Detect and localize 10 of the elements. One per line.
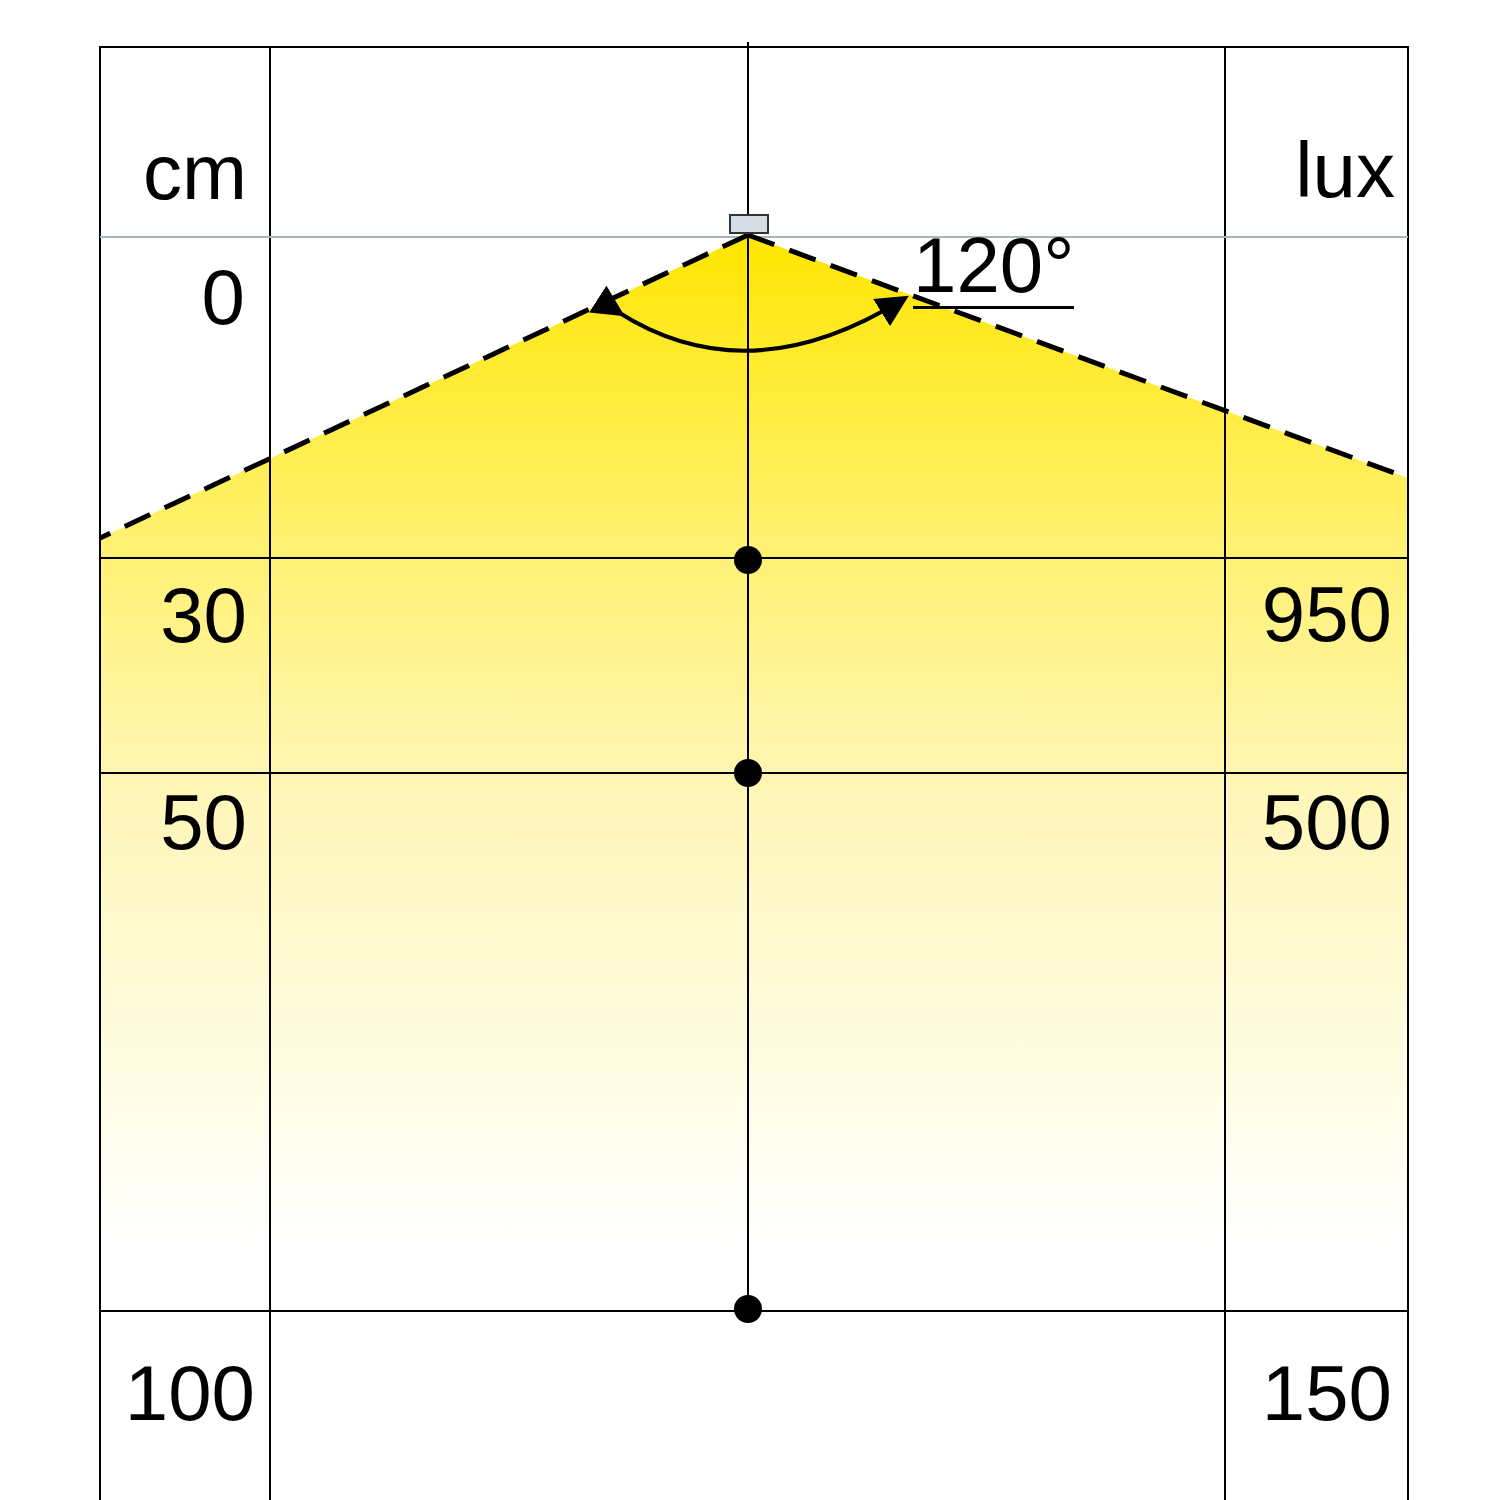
lux-value: 500 — [1261, 783, 1392, 861]
distance-value: 30 — [160, 576, 247, 654]
beam-angle-label: 120° — [913, 226, 1075, 309]
lux-value: 950 — [1261, 575, 1392, 653]
distance-value: 50 — [160, 783, 247, 861]
distance-value: 0 — [201, 258, 245, 336]
unit-label: cm — [143, 133, 247, 211]
unit-label: lux — [1295, 131, 1395, 209]
distance-value: 100 — [124, 1354, 255, 1432]
lux-value: 150 — [1261, 1354, 1392, 1432]
